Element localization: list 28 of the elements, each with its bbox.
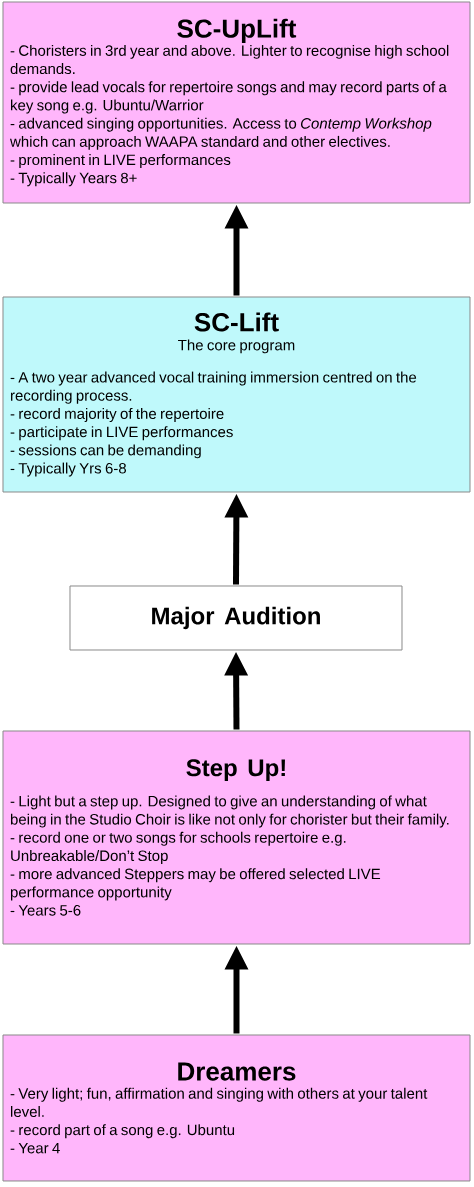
heading: Dreamers xyxy=(178,1062,296,1081)
bullet-text: - Light but a step up. Designed to give an understanding of what being in the Studio Choir is like not only for chorister but their family. xyxy=(10,795,449,828)
bullet-text: - Years 5-6 xyxy=(10,905,81,916)
heading: SC-UpLift xyxy=(177,18,297,43)
bullet-text: - record part of a song e.g. Ubuntu xyxy=(10,1124,235,1139)
bullet-text: - Year 4 xyxy=(10,1142,60,1154)
bullet-text: - provide lead vocals for repertoire songs and may record parts of a key song e.g. Ubuntu/Warrior xyxy=(10,81,447,114)
bullet-text: - sessions can be demanding xyxy=(10,444,201,459)
bullet-text: - participate in LIVE performances xyxy=(10,426,233,441)
bullet-text: - advanced singing opportunities. Access to Contemp Workshop which can approach WAAPA standard and other electives. xyxy=(10,117,432,150)
bullet-text: - Typically Years 8+ xyxy=(10,172,137,187)
subtitle: The core program xyxy=(178,339,295,354)
program-box xyxy=(2,296,471,493)
bullet-text: - Choristers in 3rd year and above. Lighter to recognise high school demands. xyxy=(10,44,449,75)
program-box xyxy=(2,1034,471,1182)
heading: Major Audition xyxy=(152,606,320,630)
bullet-text: - prominent in LIVE performances xyxy=(10,154,231,169)
bullet-text: - more advanced Steppers may be offered selected LIVE performance opportunity xyxy=(10,868,381,901)
bullet-text: - record majority of the repertoire xyxy=(10,408,224,422)
program-box xyxy=(2,730,471,945)
bullet-text: - A two year advanced vocal training immersion centred on the recording process. xyxy=(10,371,417,404)
program-box xyxy=(69,585,403,651)
heading: Step Up! xyxy=(186,759,285,782)
heading: SC-Lift xyxy=(194,312,279,332)
bullet-text: - Typically Yrs 6-8 xyxy=(10,462,126,477)
program-box xyxy=(2,1,471,204)
bullet-text: - Very light; fun, affirmation and singing with others at your talent level. xyxy=(10,1087,428,1117)
bullet-text: - record one or two songs for schools repertoire e.g. Unbreakable/Don’t Stop xyxy=(10,831,346,864)
